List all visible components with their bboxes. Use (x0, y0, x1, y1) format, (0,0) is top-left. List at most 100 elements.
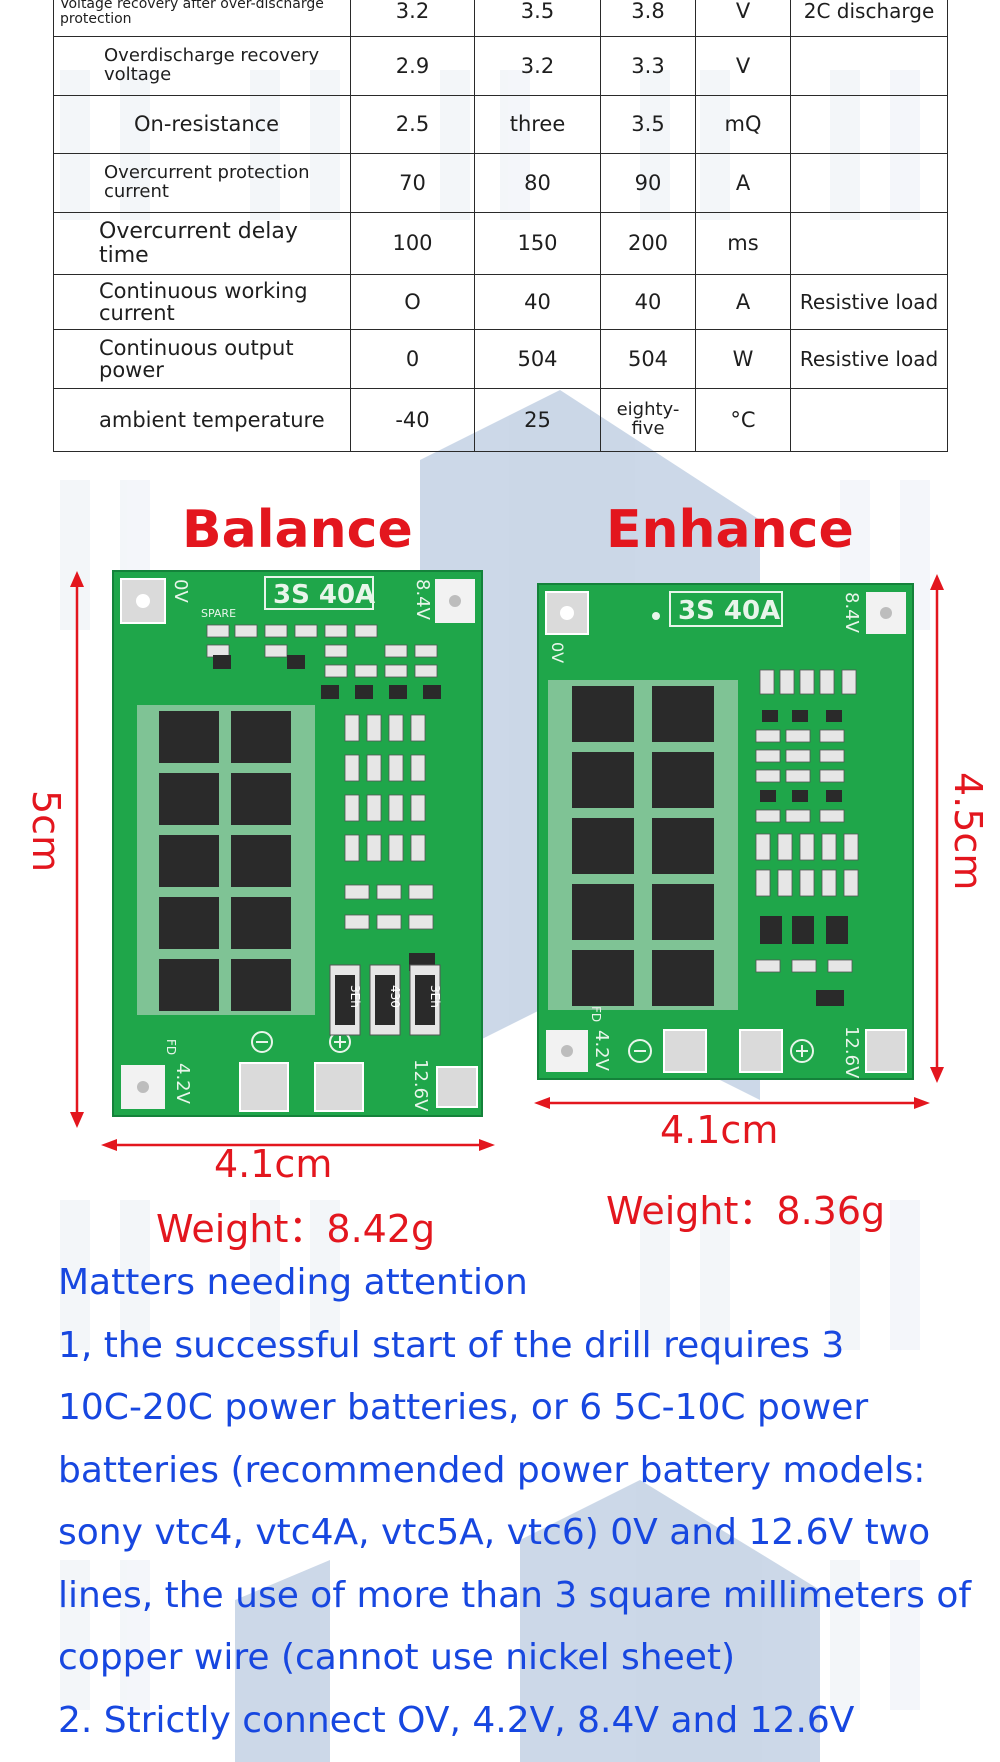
model-label: 3S 40A (273, 580, 375, 610)
min-cell: 2.9 (350, 36, 475, 96)
unit-cell: mQ (695, 95, 791, 154)
pad-plus (739, 1029, 783, 1073)
typ-cell: 150 (474, 212, 601, 275)
table-row: ambient temperature -40 25 eighty-five °… (53, 388, 948, 452)
spec-table: Voltage recovery after over-discharge pr… (53, 0, 948, 452)
note-cell (790, 153, 948, 213)
unit-cell: V (695, 0, 791, 37)
notes-heading: Matters needing attention (58, 1262, 528, 1303)
param-cell: On-resistance (53, 95, 351, 154)
silk-0v: 0V (170, 579, 191, 603)
min-cell: 3.2 (350, 0, 475, 37)
silk-8-4v: 8.4V (841, 592, 862, 634)
notes-line: 10C-20C power batteries, or 6 5C-10C pow… (58, 1387, 869, 1428)
silk-fd: FD (164, 1039, 178, 1055)
param-cell: Overdischarge recovery voltage (53, 36, 351, 96)
table-row: On-resistance 2.5 three 3.5 mQ (53, 95, 948, 154)
silk-8-4v: 8.4V (412, 579, 433, 621)
param-cell: Continuous working current (53, 274, 351, 330)
pad-hole (561, 1045, 573, 1057)
shunt-label-3: 3Eh (428, 985, 442, 1008)
unit-cell: °C (695, 388, 791, 452)
min-cell: 100 (350, 212, 475, 275)
mosfet-array (548, 680, 738, 1010)
pad-minus (663, 1029, 707, 1073)
silk-4-2v: 4.2V (172, 1063, 193, 1105)
fiducial-dot (652, 612, 660, 620)
notes-line: 1, the successful start of the drill req… (58, 1324, 845, 1366)
param-cell: Voltage recovery after over-discharge pr… (53, 0, 351, 37)
max-cell: 90 (600, 153, 696, 213)
table-row: Overcurrent protection current 70 80 90 … (53, 153, 948, 213)
param-cell: Overcurrent protection current (53, 153, 351, 213)
max-cell: 40 (600, 274, 696, 330)
max-cell: 3.5 (600, 95, 696, 154)
typ-cell: 25 (474, 388, 601, 452)
shunt-label-2: 430 (388, 985, 402, 1008)
balance-title: Balance (182, 500, 413, 560)
unit-cell: V (695, 36, 791, 96)
shunt-resistor-body (375, 975, 395, 1025)
note-cell: Resistive load (790, 274, 948, 330)
pad-12-6v (865, 1029, 907, 1073)
unit-cell: A (695, 153, 791, 213)
min-cell: -40 (350, 388, 475, 452)
unit-cell: W (695, 329, 791, 389)
balance-weight: Weight：8.42g (156, 1207, 436, 1251)
param-cell: Overcurrent delay time (53, 212, 351, 275)
width-dimension-arrow (534, 1097, 930, 1109)
minus-symbol (251, 1031, 273, 1053)
min-cell: O (350, 274, 475, 330)
silk-fd: FD (589, 1006, 603, 1022)
min-cell: 70 (350, 153, 475, 213)
mosfet-array (137, 705, 315, 1015)
notes-line: sony vtc4, vtc4A, vtc5A, vtc6) 0V and 12… (58, 1512, 931, 1553)
width-dimension-arrow (101, 1139, 495, 1151)
model-label: 3S 40A (678, 596, 780, 626)
table-row: Overcurrent delay time 100 150 200 ms (53, 212, 948, 275)
param-cell: Continuous output power (53, 329, 351, 389)
unit-cell: ms (695, 212, 791, 275)
silk-0v: 0V (548, 642, 567, 663)
pad-hole (880, 607, 892, 619)
pad-hole (449, 595, 461, 607)
enhance-board-figure: 3S 40A 0V 8.4V 4.2V 12.6V FD (534, 574, 944, 1109)
enhance-title: Enhance (606, 500, 854, 560)
silk-12-6v: 12.6V (841, 1026, 862, 1079)
height-dimension-arrow (930, 574, 944, 1083)
model-label-box (669, 591, 783, 627)
model-label-box (264, 576, 374, 610)
height-dimension-arrow (70, 571, 84, 1128)
shunt-label-1: 3Eh (348, 985, 362, 1008)
silk-spare: SPARE (201, 607, 236, 620)
max-cell: 504 (600, 329, 696, 389)
smd-components (755, 669, 859, 973)
plus-symbol (790, 1039, 814, 1063)
notes-line: copper wire (cannot use nickel sheet) (58, 1637, 736, 1678)
max-cell: 3.8 (600, 0, 696, 37)
max-cell: 200 (600, 212, 696, 275)
notes-line: lines, the use of more than 3 square mil… (58, 1574, 972, 1616)
notes-line: batteries (recommended power battery mod… (58, 1449, 926, 1491)
ic-chips (760, 710, 848, 1006)
typ-cell: 40 (474, 274, 601, 330)
table-row: Continuous output power 0 504 504 W Resi… (53, 329, 948, 389)
pad-hole (136, 594, 150, 608)
pad-hole (560, 606, 574, 620)
pad-minus (239, 1062, 289, 1112)
typ-cell: 504 (474, 329, 601, 389)
minus-symbol (628, 1039, 652, 1063)
max-cell: 3.3 (600, 36, 696, 96)
typ-cell: 3.5 (474, 0, 601, 37)
balance-width-label: 4.1cm (214, 1142, 333, 1186)
min-cell: 2.5 (350, 95, 475, 154)
unit-cell: A (695, 274, 791, 330)
note-cell: 2C discharge (790, 0, 948, 37)
note-cell (790, 212, 948, 275)
enhance-height-label: 4.5cm (946, 772, 990, 891)
table-row: Continuous working current O 40 40 A Res… (53, 274, 948, 330)
silk-4-2v: 4.2V (591, 1030, 612, 1072)
note-cell (790, 388, 948, 452)
param-cell: ambient temperature (53, 388, 351, 452)
shunt-resistor-body (415, 975, 435, 1025)
